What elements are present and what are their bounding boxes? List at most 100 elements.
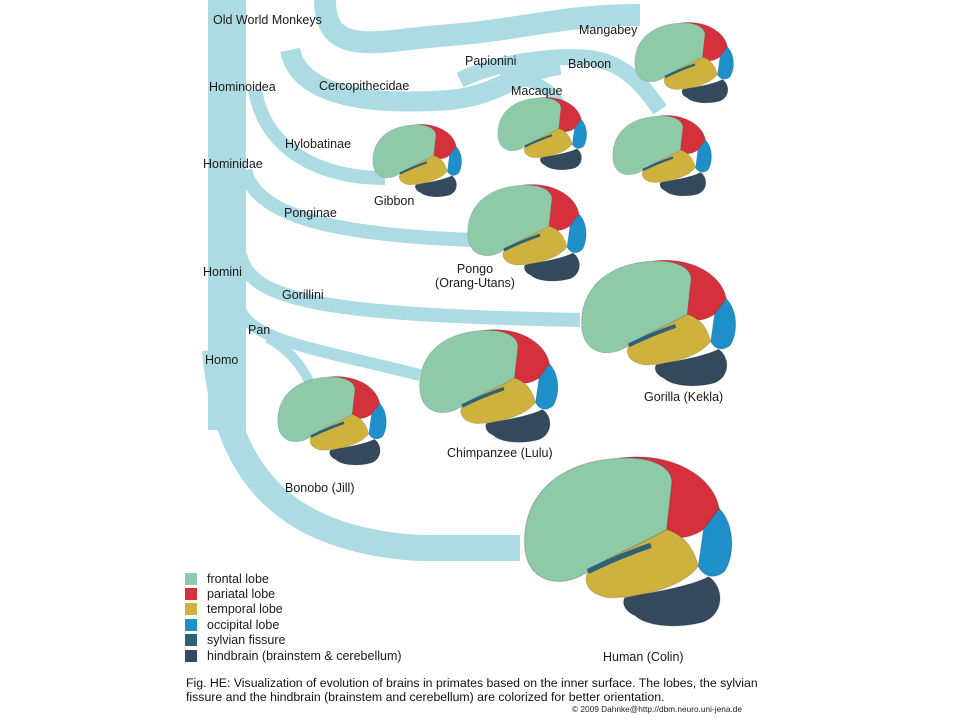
label-gorillini: Gorillini	[282, 288, 324, 302]
brain-pongo	[467, 184, 587, 282]
brain-gibbon	[372, 124, 462, 198]
label-bonobo: Bonobo (Jill)	[285, 481, 355, 495]
label-old-world-monkeys: Old World Monkeys	[213, 13, 322, 27]
copyright-credit: © 2009 Dahnke@http://dbm.neuro.uni-jena.…	[572, 704, 742, 714]
hindbrain	[523, 252, 580, 282]
legend-item: sylvian fissure	[185, 633, 402, 648]
temporal-lobe	[398, 155, 448, 186]
brain-mangabey	[634, 22, 734, 104]
label-hominidae: Hominidae	[203, 157, 263, 171]
sylvian-fissure	[461, 386, 505, 408]
label-pongo: Pongo	[456, 262, 494, 276]
branch-old-world-monkeys	[314, 0, 641, 54]
legend-item: frontal lobe	[185, 571, 402, 586]
legend-item: hindbrain (brainstem & cerebellum)	[185, 648, 402, 663]
label-mangabey: Mangabey	[579, 23, 638, 37]
hindbrain	[329, 438, 381, 466]
legend-swatch	[185, 618, 197, 631]
legend-swatch	[185, 588, 197, 601]
label-chimpanzee: Chimpanzee (Lulu)	[447, 446, 553, 460]
sylvian-fissure	[627, 324, 677, 348]
legend-label: sylvian fissure	[207, 633, 286, 648]
hindbrain	[414, 175, 457, 198]
label-hylobatinae: Hylobatinae	[285, 137, 352, 151]
label-human: Human (Colin)	[603, 650, 684, 664]
brain-human	[523, 456, 733, 627]
parietal-lobe	[482, 329, 550, 384]
sylvian-fissure	[310, 421, 345, 438]
occipital-lobe	[446, 146, 462, 176]
label-macaque: Macaque	[511, 84, 563, 98]
brain-gorilla	[581, 259, 737, 387]
hindbrain	[659, 172, 707, 197]
parietal-lobe	[679, 22, 728, 62]
branch-baboon	[456, 49, 667, 115]
sylvian-fissure	[524, 134, 553, 148]
hindbrain	[622, 576, 721, 627]
legend-swatch	[185, 603, 197, 616]
label-gorilla: Gorilla (Kekla)	[644, 390, 724, 404]
legend-swatch	[185, 634, 197, 647]
occipital-lobe	[717, 46, 734, 80]
temporal-lobe	[585, 528, 699, 599]
temporal-lobe	[663, 56, 718, 90]
branch-gorillini	[233, 253, 581, 327]
occipital-lobe	[368, 402, 387, 440]
legend-label: pariatal lobe	[207, 587, 276, 602]
hindbrain	[654, 348, 728, 387]
parietal-lobe	[652, 259, 727, 321]
brain-macaque	[497, 97, 587, 171]
sylvian-fissure	[399, 161, 428, 175]
brain-baboon	[612, 115, 712, 197]
label-pongo-sub: (Orang-Utans)	[435, 276, 515, 290]
branch-hylobatinae	[248, 88, 386, 185]
label-baboon: Baboon	[568, 57, 612, 71]
parietal-lobe	[521, 184, 580, 231]
label-homini: Homini	[203, 265, 242, 279]
legend-label: frontal lobe	[207, 571, 269, 586]
hindbrain	[485, 409, 551, 443]
label-gibbon: Gibbon	[374, 194, 415, 208]
occipital-lobe	[566, 213, 587, 254]
label-pan: Pan	[248, 323, 271, 337]
sylvian-fissure	[642, 156, 674, 172]
temporal-lobe	[502, 225, 568, 266]
temporal-lobe	[309, 414, 370, 451]
hindbrain	[539, 148, 582, 171]
sylvian-fissure	[503, 233, 541, 252]
legend-label: hindbrain (brainstem & cerebellum)	[207, 648, 402, 663]
branch-pan	[230, 298, 422, 381]
occipital-lobe	[695, 139, 712, 173]
legend-label: temporal lobe	[207, 602, 283, 617]
tree-branches	[202, 0, 667, 561]
legend-label: occipital lobe	[207, 617, 280, 632]
figure-caption: Fig. HE: Visualization of evolution of b…	[186, 676, 758, 704]
brain-chimpanzee	[419, 329, 559, 443]
label-ponginae: Ponginae	[284, 206, 337, 220]
temporal-lobe	[460, 377, 536, 424]
sylvian-fissure	[586, 542, 652, 574]
parietal-lobe	[619, 456, 720, 539]
temporal-lobe	[626, 313, 712, 366]
occipital-lobe	[535, 363, 559, 410]
occipital-lobe	[571, 119, 587, 149]
legend-swatch	[185, 572, 197, 585]
occipital-lobe	[710, 297, 737, 350]
label-homo: Homo	[205, 353, 239, 367]
legend-swatch	[185, 649, 197, 662]
sylvian-fissure	[664, 63, 696, 79]
branch-homo	[202, 348, 520, 561]
temporal-lobe	[523, 128, 573, 159]
legend-item: temporal lobe	[185, 602, 402, 617]
label-cercopithecidae: Cercopithecidae	[319, 79, 410, 93]
branch-ponginae	[238, 168, 476, 247]
parietal-lobe	[657, 115, 706, 155]
parietal-lobe	[327, 376, 381, 419]
temporal-lobe	[641, 149, 696, 183]
legend-item: occipital lobe	[185, 617, 402, 632]
brain-illustrations	[277, 22, 737, 627]
label-hominoidea: Hominoidea	[209, 80, 276, 94]
